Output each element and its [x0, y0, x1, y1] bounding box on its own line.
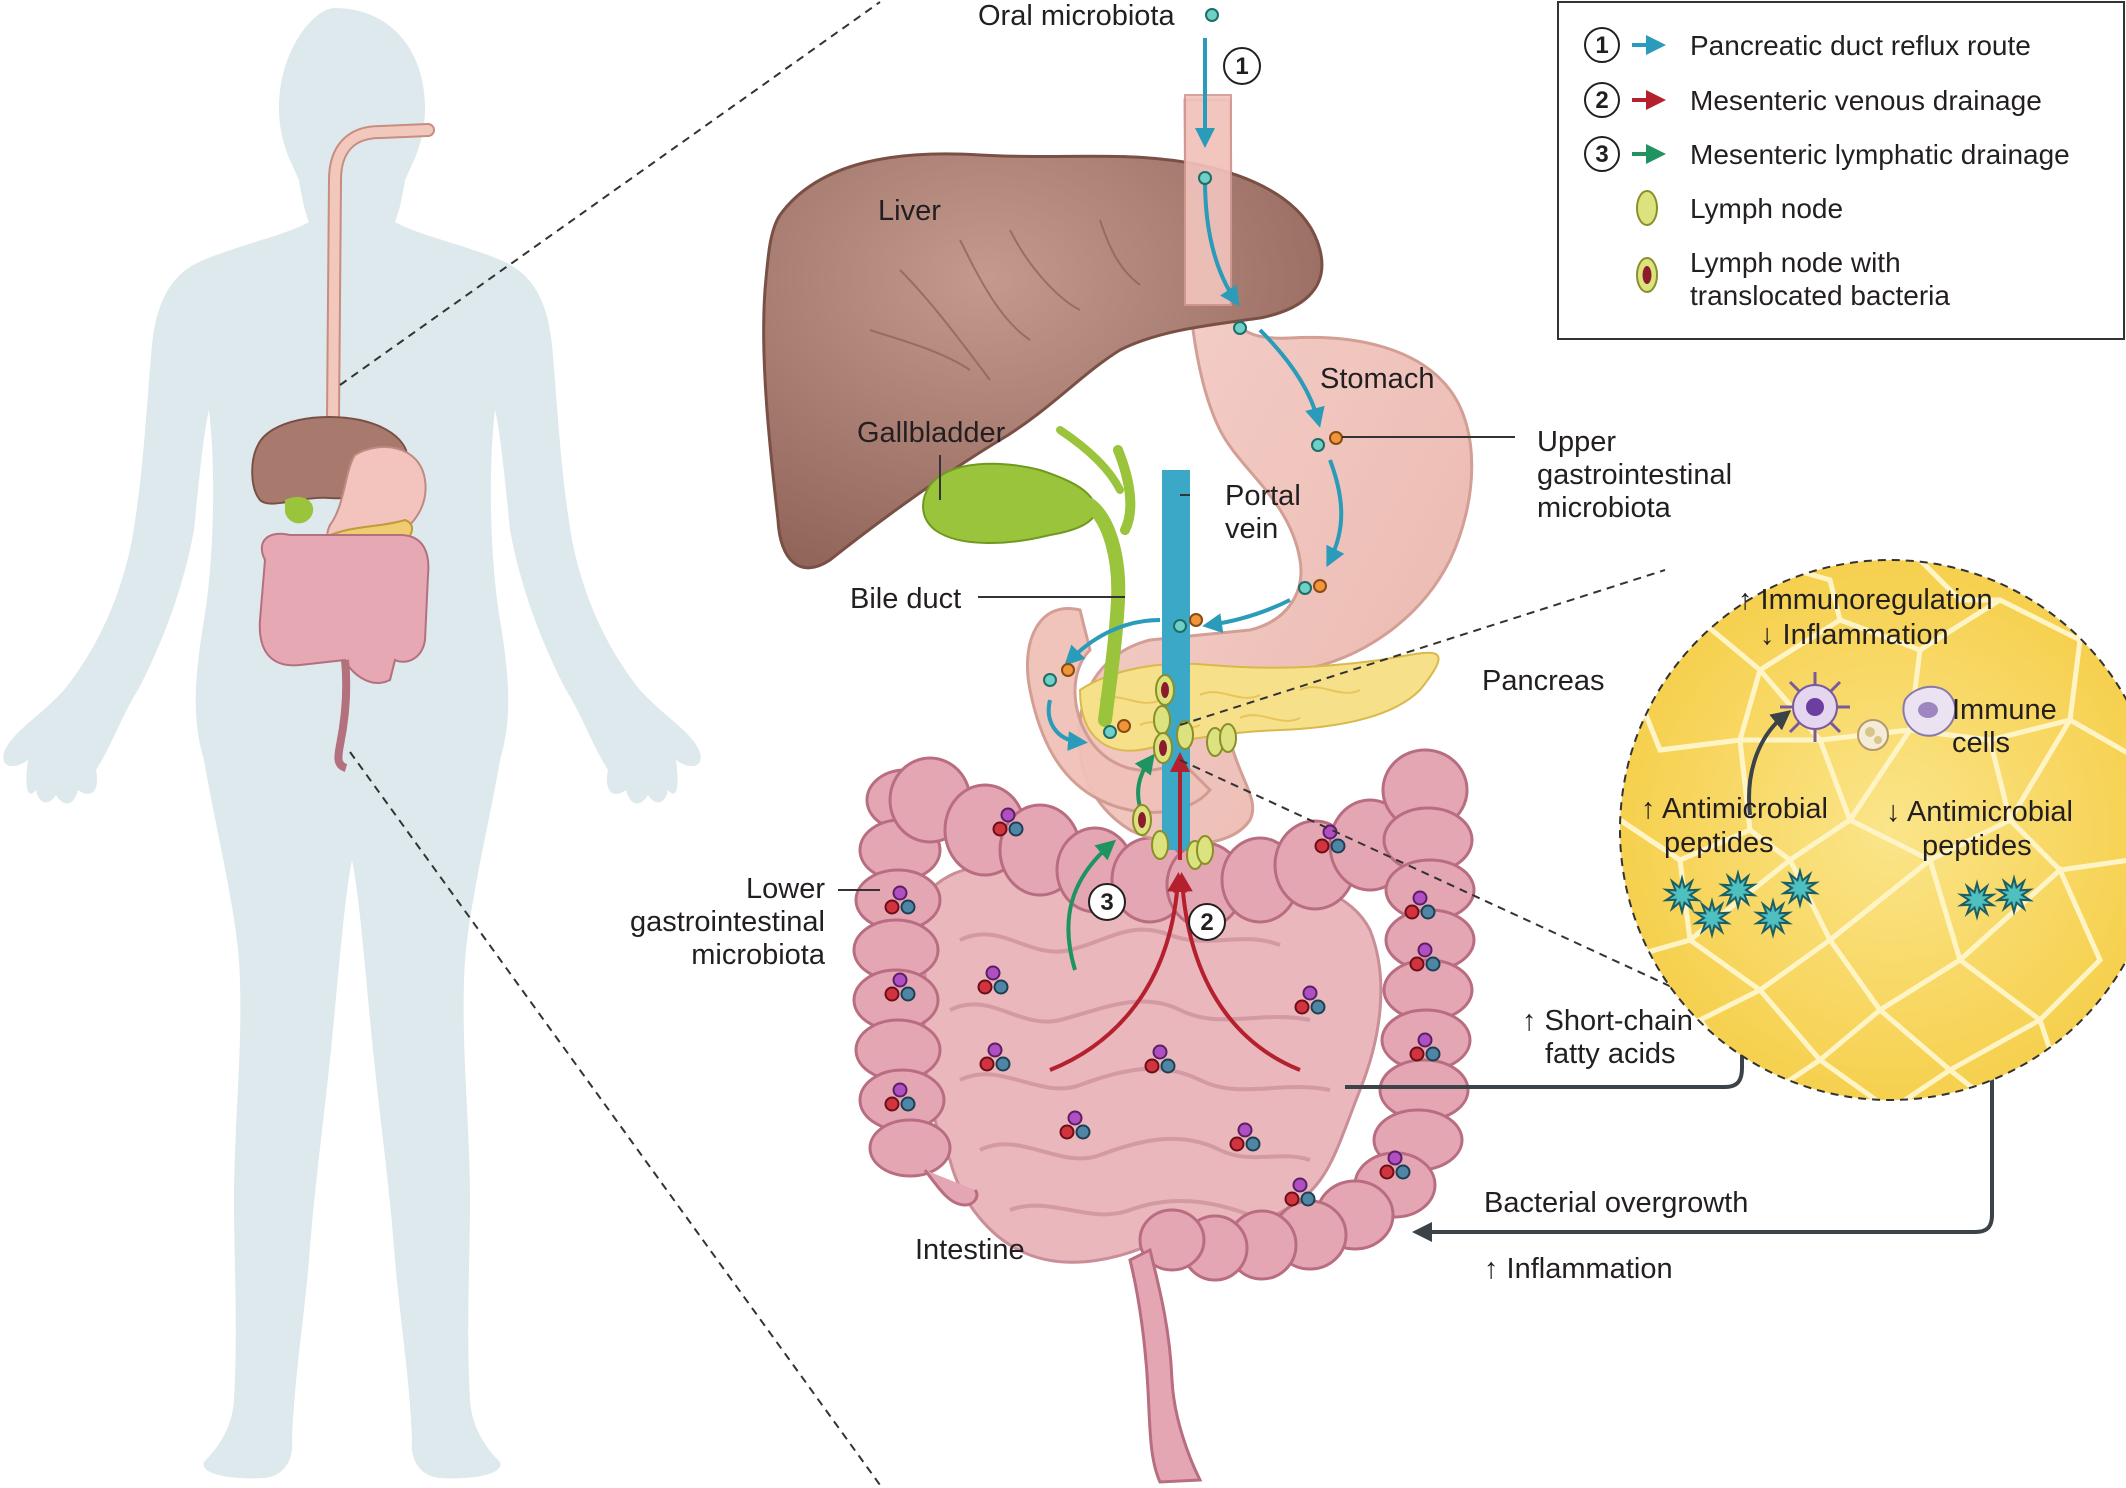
bacteria-cluster [884, 885, 916, 915]
antimicrobial-peptide-star [1662, 874, 1702, 916]
label-lower-3: microbiota [691, 939, 826, 971]
bacteria-cluster [977, 965, 1009, 995]
legend-item-2: 2 Mesenteric venous drainage [1584, 82, 2042, 118]
bacteria-cluster [1284, 1177, 1316, 1207]
label-inflammation: ↑ Inflammation [1484, 1253, 1673, 1285]
antimicrobial-peptide-star [1753, 897, 1793, 939]
bacteria-cluster [1294, 985, 1326, 1015]
label-liver: Liver [878, 195, 941, 227]
legend-lymph-node-bacteria: Lymph node with translocated bacteria [1636, 247, 1950, 311]
svg-text:2: 2 [1200, 909, 1213, 936]
bacteria-cluster [1229, 1122, 1261, 1152]
legend: 1 Pancreatic duct reflux route 2 Mesente… [1557, 1, 2125, 340]
label-bile-duct: Bile duct [850, 583, 961, 615]
bacteria-cluster [1059, 1110, 1091, 1140]
inset-label-immunoregulation: ↑ Immunoregulation [1738, 584, 1993, 616]
svg-text:3: 3 [1100, 889, 1113, 916]
human-body-silhouette [3, 8, 701, 1479]
label-portal-2: vein [1225, 513, 1278, 545]
legend-text-1: Pancreatic duct reflux route [1690, 30, 2031, 61]
zoom-lines [339, 1, 881, 1486]
label-lower-1: Lower [746, 873, 825, 905]
immune-cell-dendritic [1780, 672, 1850, 742]
inset-label-amp-down-2: peptides [1922, 830, 2032, 862]
label-upper-1: Upper [1537, 426, 1616, 458]
inset-label-immune-1: Immune [1952, 694, 2057, 726]
bacteria-cluster [1144, 1044, 1176, 1074]
bacteria-cluster [992, 807, 1024, 837]
svg-text:1: 1 [1235, 53, 1248, 80]
bacteria-cluster [1409, 942, 1441, 972]
antimicrobial-peptide-star [1692, 897, 1732, 939]
inset-label-inflammation: ↓ Inflammation [1760, 619, 1949, 651]
oral-bacteria [1043, 8, 1325, 739]
legend-lymph-node: Lymph node [1636, 190, 1843, 226]
legend-text-lymph-bacteria-2: translocated bacteria [1690, 280, 1950, 311]
leader-lines [838, 436, 1515, 891]
legend-number-1: 1 [1595, 32, 1608, 59]
scfa-arrow [1345, 952, 1752, 1089]
intestine [852, 748, 1476, 1484]
bacteria-cluster [979, 1042, 1011, 1072]
inset-zoom-lines [1179, 569, 1701, 1001]
label-stomach: Stomach [1320, 363, 1434, 395]
route-badge-3: 3 [1088, 883, 1126, 921]
label-upper-3: microbiota [1537, 492, 1672, 524]
gallbladder-organ [922, 426, 1136, 727]
antimicrobial-peptides [1662, 867, 2034, 939]
inset-label-amp-up-1: ↑ Antimicrobial [1641, 793, 1828, 825]
legend-number-2: 2 [1595, 87, 1608, 114]
lower-gi-bacteria [884, 807, 1441, 1207]
legend-text-lymph-node: Lymph node [1690, 193, 1843, 224]
label-intestine: Intestine [915, 1234, 1025, 1266]
immune-cell-granulocyte [1857, 719, 1889, 751]
bacteria-cluster [1409, 1032, 1441, 1062]
label-scfa-2: fatty acids [1545, 1038, 1676, 1070]
antimicrobial-peptide-star [1718, 869, 1758, 911]
legend-text-2: Mesenteric venous drainage [1690, 85, 2042, 116]
lymph-nodes-with-bacteria [1132, 674, 1175, 836]
liver-organ [762, 152, 1324, 570]
overgrowth-arrow [1412, 930, 1994, 1242]
label-portal-1: Portal [1225, 480, 1301, 512]
route-badge-2: 2 [1188, 903, 1226, 941]
route-1-pancreatic-duct-reflux [1046, 38, 1345, 752]
label-scfa-1: ↑ Short-chain [1522, 1005, 1693, 1037]
upper-gi-bacteria [1061, 431, 1343, 733]
label-pancreas: Pancreas [1482, 665, 1605, 697]
legend-item-1: 1 Pancreatic duct reflux route [1584, 27, 2031, 63]
bacteria-cluster [1379, 1150, 1411, 1180]
diagram-labels: Oral microbiota Liver Gallbladder Stomac… [630, 0, 1748, 1285]
label-bacterial-overgrowth: Bacterial overgrowth [1484, 1187, 1748, 1219]
legend-item-3: 3 Mesenteric lymphatic drainage [1584, 136, 2070, 172]
label-upper-2: gastrointestinal [1537, 459, 1732, 491]
legend-text-3: Mesenteric lymphatic drainage [1690, 139, 2070, 170]
bacteria-cluster [1314, 824, 1346, 854]
portal-vein [1162, 470, 1190, 850]
label-gallbladder: Gallbladder [857, 417, 1006, 449]
bacteria-cluster [884, 972, 916, 1002]
antimicrobial-peptide-star [1994, 874, 2034, 916]
immune-cell-macrophage [1902, 685, 1957, 737]
bacteria-cluster [1404, 890, 1436, 920]
esophagus [1184, 94, 1232, 306]
bacteria-cluster [884, 1082, 916, 1112]
antimicrobial-peptide-star [1957, 879, 1997, 921]
inset-label-amp-down-1: ↓ Antimicrobial [1886, 796, 2073, 828]
inset-immunoregulation-arrow [1747, 709, 1792, 816]
inset-label-amp-up-2: peptides [1664, 827, 1774, 859]
lymph-nodes [1151, 705, 1237, 870]
antimicrobial-peptide-star [1780, 867, 1820, 909]
colon [852, 748, 1476, 1484]
label-lower-2: gastrointestinal [630, 906, 825, 938]
inset-labels: ↑ Immunoregulation ↓ Inflammation Immune… [1641, 584, 2073, 862]
route-badge-1: 1 [1223, 47, 1261, 85]
label-oral-microbiota: Oral microbiota [978, 0, 1175, 32]
route-2-mesenteric-venous [1049, 752, 1301, 1072]
legend-number-3: 3 [1595, 141, 1608, 168]
inset-tissue [1619, 559, 2126, 1101]
legend-text-lymph-bacteria-1: Lymph node with [1690, 247, 1901, 278]
inset-label-immune-2: cells [1952, 727, 2010, 759]
